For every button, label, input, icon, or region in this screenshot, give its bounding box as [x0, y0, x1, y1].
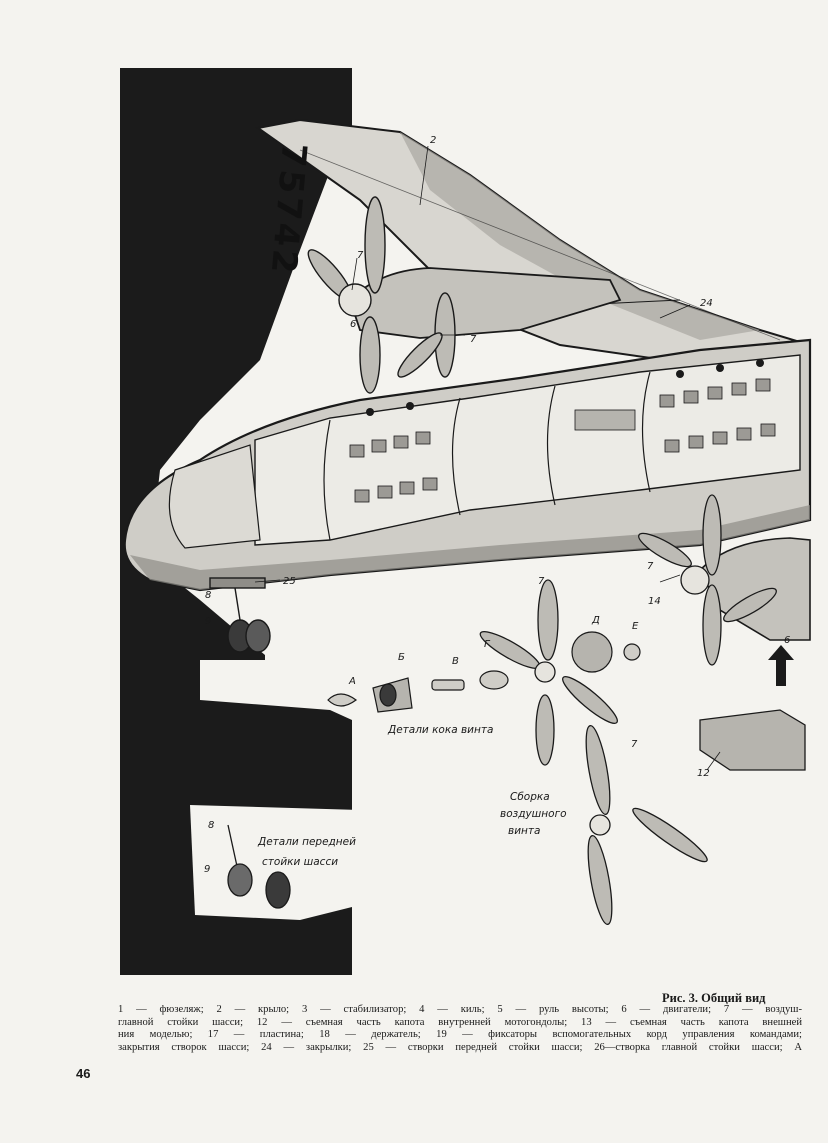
label-spinner-right: 14 — [648, 596, 661, 607]
legend-line: 1 — фюзеляж; 2 — крыло; 3 — стабилизатор… — [118, 1004, 802, 1015]
cabin-windows — [366, 359, 764, 416]
label-part-v: В — [452, 656, 459, 667]
caption-prop-assembly-1: Сборка — [510, 791, 550, 803]
caption-nose-gear-2: стойки шасси — [262, 856, 338, 868]
label-prop-top: 7 — [357, 250, 364, 261]
label-part-g: Г — [484, 639, 491, 650]
label-wing: 2 — [430, 135, 436, 146]
label-prop-parts: 7 — [538, 576, 545, 587]
label-gear-detail-9: 9 — [204, 864, 210, 875]
dark-backdrop — [120, 68, 352, 975]
label-part-a: А — [348, 676, 356, 687]
nose-gear-detail — [227, 824, 291, 909]
label-part-e: Е — [632, 621, 639, 632]
legend-line: главной стойки шасси; 12 — съемная часть… — [118, 1016, 802, 1028]
label-flaps: 24 — [700, 298, 713, 309]
nose-landing-gear — [209, 577, 271, 653]
cabin-frames — [323, 371, 651, 541]
figure-title: Рис. 3. Общий вид — [662, 991, 766, 1005]
caption-prop-assembly-3: винта — [508, 825, 540, 837]
legend-line: ния моделью; 17 — пластина; 18 — держате… — [118, 1029, 802, 1041]
page-number: 46 — [76, 1066, 91, 1081]
figure-legend: 1 — фюзеляж; 2 — крыло; 3 — стабилизатор… — [118, 1004, 802, 1054]
propeller-left-assembly — [307, 196, 456, 394]
label-cowl-part: 12 — [697, 768, 710, 779]
passenger-seats — [349, 378, 776, 503]
caption-nose-gear-1: Детали передней — [257, 836, 356, 848]
label-part-d: Д — [591, 615, 600, 626]
label-engine-right: 6 — [784, 635, 790, 646]
cockpit — [168, 444, 261, 549]
propeller-parts — [479, 579, 618, 766]
label-nose-door: 25 — [283, 576, 296, 587]
leader-lines — [254, 145, 721, 771]
label-gear-detail-8: 8 — [208, 820, 214, 831]
cowl-part — [699, 709, 806, 771]
caption-prop-assembly-2: воздушного — [500, 808, 567, 820]
label-nose-strut: 8 — [205, 590, 211, 601]
label-prop-right: 7 — [647, 561, 654, 572]
propeller-assembly-detail — [585, 725, 708, 925]
caption-spinner-parts: Детали кока винта — [387, 724, 493, 736]
label-prop-assembly: 7 — [631, 739, 638, 750]
label-nose-wheel: 9 — [205, 616, 211, 627]
label-engine-left: 6 — [350, 319, 356, 330]
fuselage-lower-shade — [130, 505, 810, 590]
aircraft-illustration: 2 24 7 6 7 25 8 9 7 14 6 А Б В Г Д Е 7 7… — [120, 68, 812, 975]
aircraft-figure: 2 24 7 6 7 25 8 9 7 14 6 А Б В Г Д Е 7 7… — [120, 68, 812, 975]
label-prop-mid: 7 — [470, 334, 477, 345]
label-part-b: Б — [398, 652, 405, 663]
legend-line: закрытия створок шасси; 24 — закрылки; 2… — [118, 1041, 802, 1053]
wing-shading — [400, 132, 760, 340]
propeller-right-assembly — [638, 494, 777, 666]
spinner-parts — [327, 631, 641, 713]
